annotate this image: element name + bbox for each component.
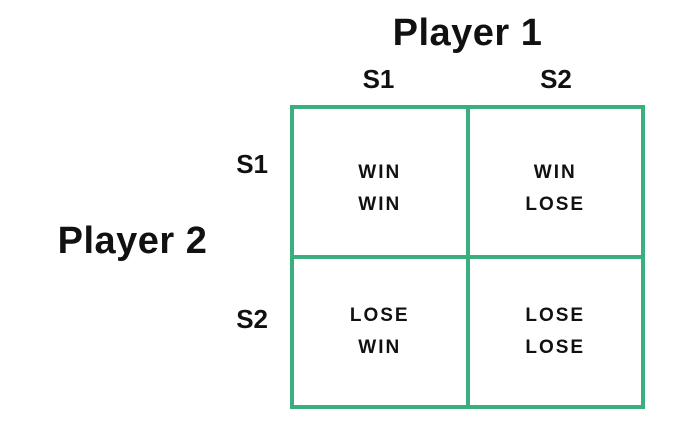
payoff-player2: WIN [358,337,402,358]
payoff-player2: LOSE [525,194,586,215]
col-header-s2: S2 [540,64,572,94]
cell-s2-s2: LOSE LOSE [469,259,641,405]
payoff-player2: WIN [358,194,402,215]
cell-s1-s1: WIN WIN [294,109,466,255]
payoff-player2: LOSE [525,337,586,358]
payoff-grid: WIN WIN WIN LOSE LOSE WIN LOSE LOSE [290,105,645,409]
row-header-s1: S1 [236,149,268,179]
row-header-s2: S2 [236,304,268,334]
payoff-player1: WIN [533,162,577,183]
cell-s1-s2: WIN LOSE [469,109,641,255]
player1-label: Player 1 [392,12,543,54]
payoff-player1: WIN [358,162,402,183]
payoff-player1: LOSE [349,305,410,326]
col-header-s1: S1 [362,64,395,94]
cell-s2-s1: LOSE WIN [294,259,466,405]
payoff-player1: LOSE [525,305,586,326]
player2-label: Player 2 [57,220,208,262]
